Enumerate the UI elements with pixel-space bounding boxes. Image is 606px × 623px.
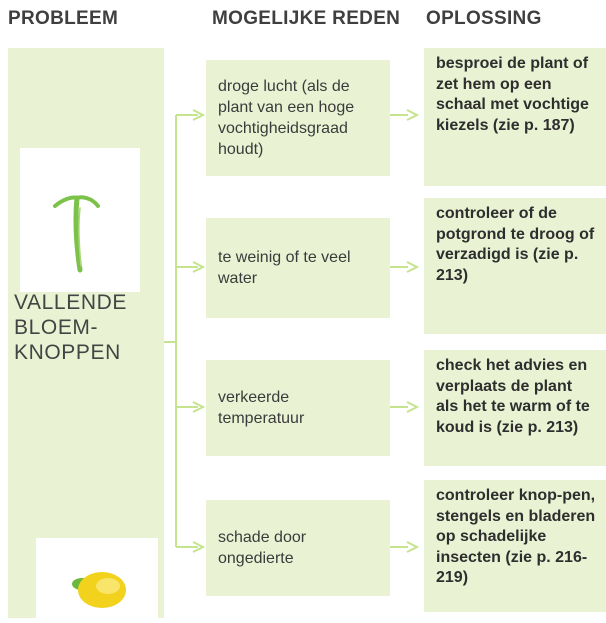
reason-text: te weinig of te veel water: [218, 249, 351, 287]
problem-title-line3: KNOPPEN: [14, 341, 121, 364]
reason-text: schade door ongedierte: [218, 529, 307, 567]
solution-box-2: controleer of de potgrond te droog of ve…: [424, 198, 606, 334]
reason-text: droge lucht (als de plant van een hoge v…: [218, 78, 355, 158]
arrow-icon: [406, 541, 420, 553]
connector-branch-1: [176, 114, 198, 116]
connector-trunk: [175, 115, 177, 547]
problem-box: [8, 48, 164, 618]
solution-box-3: check het advies en verplaats de plant a…: [424, 350, 606, 466]
connector-branch-2: [176, 266, 198, 268]
arrow-icon: [192, 109, 206, 121]
falling-bud-stem-illustration: [20, 148, 140, 292]
connector-reason-solution-2: [390, 266, 408, 268]
arrow-icon: [192, 541, 206, 553]
arrow-icon: [406, 401, 420, 413]
solution-box-1: besproei de plant of zet hem op een scha…: [424, 48, 606, 186]
arrow-icon: [192, 261, 206, 273]
solution-text: controleer knop-pen, stengels en bladere…: [436, 487, 596, 586]
connector-branch-3: [176, 406, 198, 408]
header-solution: OPLOSSING: [426, 8, 542, 29]
solution-text: check het advies en verplaats de plant a…: [436, 357, 590, 436]
header-problem: PROBLEEM: [8, 8, 119, 29]
reason-box-1: droge lucht (als de plant van een hoge v…: [206, 60, 390, 176]
reason-box-3: verkeerde temperatuur: [206, 360, 390, 456]
connector-reason-solution-1: [390, 114, 408, 116]
problem-title-line1: VALLENDE: [14, 291, 127, 314]
problem-title: VALLENDE BLOEM- KNOPPEN: [14, 290, 127, 365]
solution-box-4: controleer knop-pen, stengels en bladere…: [424, 480, 606, 612]
arrow-icon: [192, 401, 206, 413]
connector-reason-solution-3: [390, 406, 408, 408]
header-reason: MOGELIJKE REDEN: [212, 8, 401, 29]
solution-text: controleer of de potgrond te droog of ve…: [436, 205, 595, 284]
solution-text: besproei de plant of zet hem op een scha…: [436, 55, 589, 134]
arrow-icon: [406, 109, 420, 121]
connector-branch-4: [176, 546, 198, 548]
problem-title-line2: BLOEM-: [14, 316, 99, 339]
connector-from-problem: [164, 341, 176, 343]
arrow-icon: [406, 261, 420, 273]
reason-box-4: schade door ongedierte: [206, 500, 390, 596]
connector-reason-solution-4: [390, 546, 408, 548]
yellow-bud-illustration: [36, 538, 158, 618]
reason-box-2: te weinig of te veel water: [206, 218, 390, 318]
reason-text: verkeerde temperatuur: [218, 389, 305, 427]
